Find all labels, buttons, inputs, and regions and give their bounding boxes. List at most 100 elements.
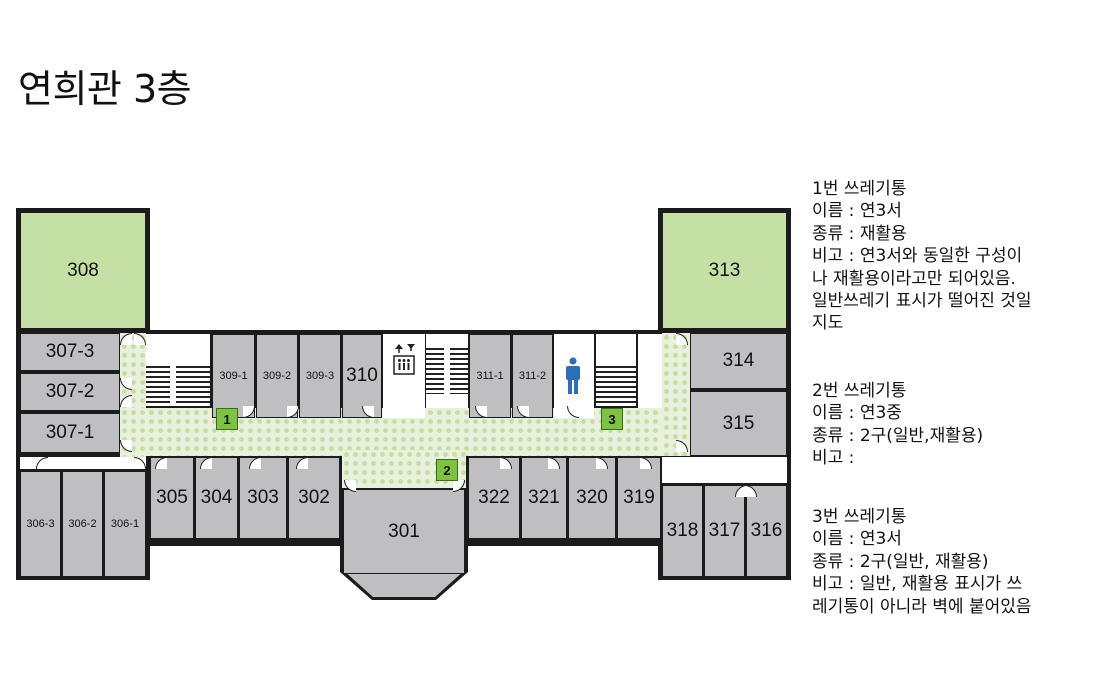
bin-info-header: 1번 쓰레기통 bbox=[812, 179, 907, 199]
room-label: 309-3 bbox=[305, 370, 335, 382]
bin-info-note: 레기통이 아니라 벽에 붙어있음 bbox=[812, 596, 1032, 617]
bin-info-2: 2번 쓰레기통 이름 : 연3중 종류 : 2구(일반,재활용) 비고 : bbox=[812, 380, 983, 470]
elevator-lobby bbox=[383, 334, 425, 418]
room-label: 319 bbox=[623, 487, 655, 508]
door-icon bbox=[155, 457, 167, 469]
trash-bin-2-marker[interactable]: 2 bbox=[436, 459, 458, 481]
room-label: 304 bbox=[200, 487, 233, 508]
stairs-west-rail bbox=[170, 366, 176, 406]
room-label: 310 bbox=[346, 365, 378, 386]
room-309-3[interactable]: 309-3 bbox=[299, 334, 341, 418]
floor-plan: 308 307-3 307-2 307-1 306-3 306-2 306-1 … bbox=[16, 208, 791, 600]
door-icon bbox=[120, 395, 132, 407]
room-label: 311-2 bbox=[518, 370, 547, 382]
stairs-west bbox=[146, 366, 210, 406]
door-icon bbox=[296, 457, 308, 469]
room-304[interactable]: 304 bbox=[195, 457, 238, 539]
room-label: 302 bbox=[298, 487, 330, 508]
room-label: 320 bbox=[576, 487, 608, 508]
room-label: 311-1 bbox=[476, 370, 504, 382]
bin-info-name: 이름 : 연3서 bbox=[812, 529, 902, 550]
bin-info-note: 비고 : 연3서와 동일한 구성이 bbox=[812, 246, 1023, 267]
corridor-left-strip bbox=[20, 457, 146, 469]
bin-info-type: 종류 : 2구(일반, 재활용) bbox=[812, 551, 989, 572]
room-306-2[interactable]: 306-2 bbox=[62, 471, 103, 577]
room-label: 307-3 bbox=[45, 341, 95, 362]
page-title: 연희관 3층 bbox=[18, 67, 192, 111]
room-306-3[interactable]: 306-3 bbox=[20, 471, 61, 577]
door-icon bbox=[249, 457, 261, 469]
bin-info-3: 3번 쓰레기통 이름 : 연3서 종류 : 2구(일반, 재활용) 비고 : 일… bbox=[812, 506, 1032, 618]
stairs-center-bottom bbox=[426, 394, 468, 408]
door-icon bbox=[120, 333, 132, 345]
door-icon bbox=[36, 457, 48, 469]
room-label: 306-2 bbox=[68, 518, 97, 530]
bin-info-note: 나 재활용이라고만 되어있음. bbox=[812, 268, 1016, 289]
room-label: 313 bbox=[708, 259, 741, 281]
door-icon bbox=[200, 457, 212, 469]
corridor-east bbox=[662, 333, 690, 456]
room-322[interactable]: 322 bbox=[468, 457, 520, 539]
room-label: 317 bbox=[708, 520, 741, 541]
room-321[interactable]: 321 bbox=[521, 457, 567, 539]
bin-info-name: 이름 : 연3중 bbox=[812, 403, 902, 424]
room-315[interactable]: 315 bbox=[690, 391, 787, 456]
elevator-icon bbox=[393, 344, 415, 375]
bin-info-1: 1번 쓰레기통 이름 : 연3서 종류 : 재활용 비고 : 연3서와 동일한 … bbox=[812, 178, 1032, 335]
room-label: 306-3 bbox=[26, 518, 55, 530]
bin-info-type: 종류 : 재활용 bbox=[812, 223, 907, 244]
restroom-person-icon bbox=[566, 357, 580, 394]
room-label: 301 bbox=[388, 520, 420, 542]
room-label: 307-1 bbox=[45, 422, 95, 443]
corridor-east-gap bbox=[638, 334, 662, 408]
room-320[interactable]: 320 bbox=[568, 457, 616, 539]
door-icon bbox=[735, 485, 747, 497]
stairs-west-landing bbox=[146, 334, 210, 366]
room-310[interactable]: 310 bbox=[342, 334, 382, 418]
room-302[interactable]: 302 bbox=[288, 457, 340, 539]
room-label: 314 bbox=[722, 350, 755, 371]
room-313[interactable]: 313 bbox=[662, 212, 787, 329]
room-309-2[interactable]: 309-2 bbox=[256, 334, 298, 418]
room-308[interactable]: 308 bbox=[20, 212, 146, 329]
bin-info-note: 일반쓰레기 표시가 떨어진 것일 bbox=[812, 291, 1032, 312]
room-309-1[interactable]: 309-1 bbox=[212, 334, 255, 418]
room-label: 309-1 bbox=[219, 370, 248, 382]
stairs-east-landing bbox=[596, 334, 636, 366]
room-label: 321 bbox=[528, 487, 560, 508]
room-316[interactable]: 316 bbox=[746, 485, 787, 577]
bin-info-type: 종류 : 2구(일반,재활용) bbox=[812, 425, 984, 446]
bin-info-note: 비고 : 일반, 재활용 표시가 쓰 bbox=[812, 574, 1023, 595]
room-301[interactable]: 301 bbox=[343, 489, 465, 574]
room-317[interactable]: 317 bbox=[704, 485, 745, 577]
stairs-center-rail bbox=[444, 348, 450, 394]
bin-info-header: 3번 쓰레기통 bbox=[812, 507, 907, 527]
room-307-3[interactable]: 307-3 bbox=[20, 333, 120, 371]
room-311-2[interactable]: 311-2 bbox=[512, 334, 553, 418]
room-318[interactable]: 318 bbox=[662, 485, 703, 577]
room-305[interactable]: 305 bbox=[150, 457, 194, 539]
trash-bin-1-marker[interactable]: 1 bbox=[216, 408, 238, 430]
room-319[interactable]: 319 bbox=[617, 457, 661, 539]
room-307-2[interactable]: 307-2 bbox=[20, 373, 120, 411]
bin-info-name: 이름 : 연3서 bbox=[812, 201, 902, 222]
stairs-center-landing bbox=[426, 334, 468, 348]
stairs-east bbox=[596, 366, 636, 406]
room-label: 303 bbox=[247, 487, 279, 508]
room-label: 322 bbox=[478, 487, 510, 508]
room-306-1[interactable]: 306-1 bbox=[104, 471, 146, 577]
room-label: 307-2 bbox=[45, 381, 95, 402]
room-314[interactable]: 314 bbox=[690, 333, 787, 389]
room-label: 309-2 bbox=[262, 370, 292, 382]
room-label: 318 bbox=[666, 520, 699, 541]
room-label: 315 bbox=[722, 412, 755, 434]
room-label: 316 bbox=[750, 520, 783, 541]
room-307-1[interactable]: 307-1 bbox=[20, 413, 120, 453]
room-303[interactable]: 303 bbox=[239, 457, 287, 539]
bin-info-note: 지도 bbox=[812, 313, 844, 334]
room-label: 308 bbox=[67, 259, 99, 281]
room-label: 306-1 bbox=[110, 518, 140, 530]
bin-info-note: 비고 : bbox=[812, 448, 855, 469]
trash-bin-3-marker[interactable]: 3 bbox=[601, 408, 623, 430]
room-311-1[interactable]: 311-1 bbox=[469, 334, 511, 418]
